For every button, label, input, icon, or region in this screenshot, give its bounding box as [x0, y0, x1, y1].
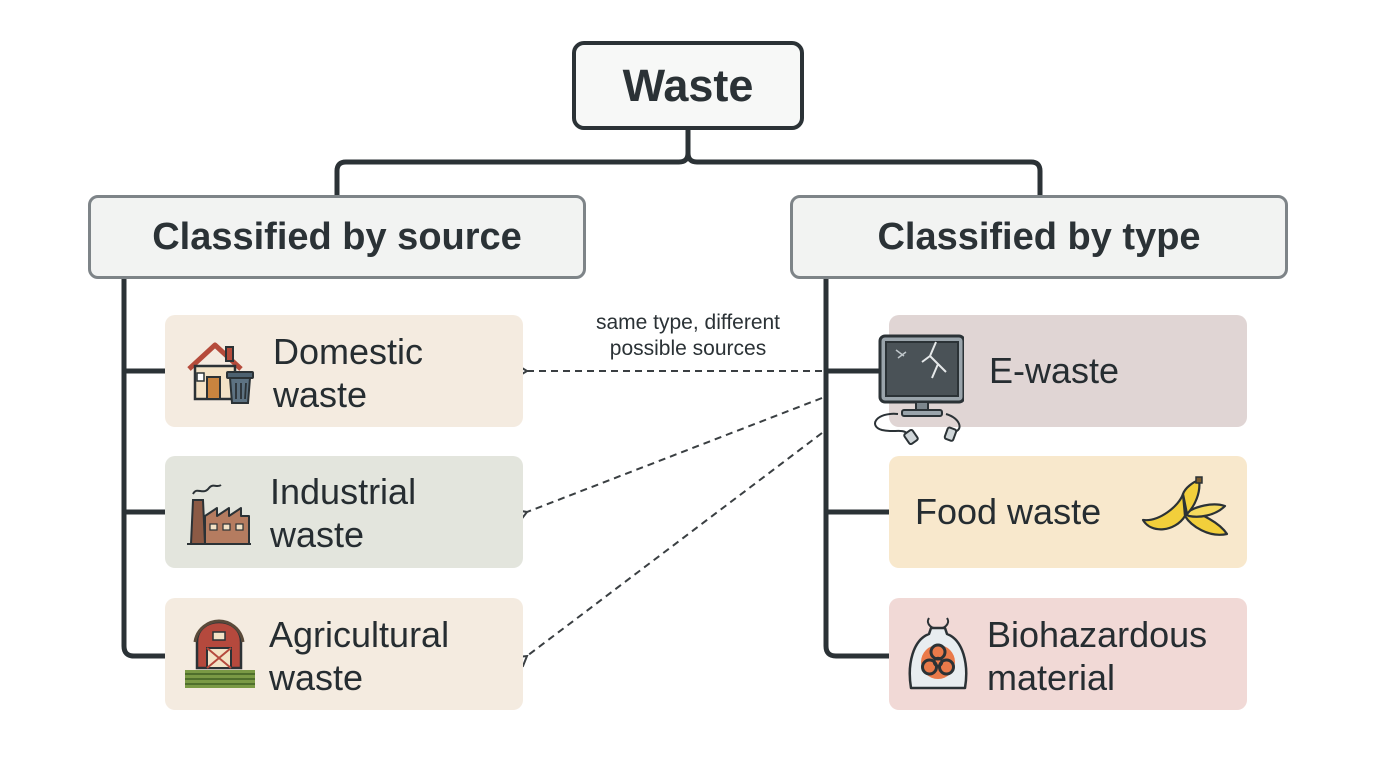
root-label: Waste: [622, 59, 754, 111]
biohazard-bag-icon: [908, 617, 968, 690]
type-tree-trunk: [823, 276, 892, 659]
item-label-line2: material: [987, 657, 1116, 698]
barn-field-icon: [185, 619, 255, 688]
item-label-line2: waste: [269, 657, 364, 698]
root-connector-right: [685, 150, 1043, 198]
item-label-line2: waste: [270, 514, 365, 555]
category-by-type: Classified by type: [790, 195, 1288, 279]
item-agricultural-waste: Agricultural waste: [165, 598, 523, 710]
factory-icon: [187, 484, 251, 545]
item-label-line1: Agricultural: [269, 614, 450, 655]
house-with-trash-bin-icon: [187, 342, 254, 404]
item-label-line1: Food waste: [915, 491, 1102, 532]
item-food-waste: Food waste: [889, 456, 1247, 568]
item-label-line1: Biohazardous: [987, 614, 1208, 655]
dashed-arrow-industrial: [515, 397, 823, 522]
source-tree-trunk: [121, 276, 168, 659]
item-label-line1: E-waste: [989, 350, 1120, 391]
category-label-type: Classified by type: [877, 215, 1201, 258]
category-label-source: Classified by source: [152, 215, 522, 258]
item-label-line1: Industrial: [270, 471, 417, 512]
item-label-line1: Domestic: [273, 331, 424, 372]
item-industrial-waste: Industrial waste: [165, 456, 523, 568]
banana-peel-icon: [1141, 476, 1229, 536]
item-biohazardous-material: Biohazardous material: [889, 598, 1247, 710]
dashed-arrow-annotation: same type, different possible sources: [560, 310, 816, 362]
category-by-source: Classified by source: [88, 195, 586, 279]
annotation-line2: possible sources: [609, 337, 767, 360]
root-node-waste: Waste: [572, 41, 804, 130]
root-connector: [334, 127, 691, 198]
dashed-arrow-agricultural: [515, 432, 823, 668]
broken-computer-icon: [874, 334, 964, 445]
annotation-line1: same type, different: [595, 311, 781, 334]
item-domestic-waste: Domestic waste: [165, 315, 523, 427]
item-label-line2: waste: [273, 374, 368, 415]
